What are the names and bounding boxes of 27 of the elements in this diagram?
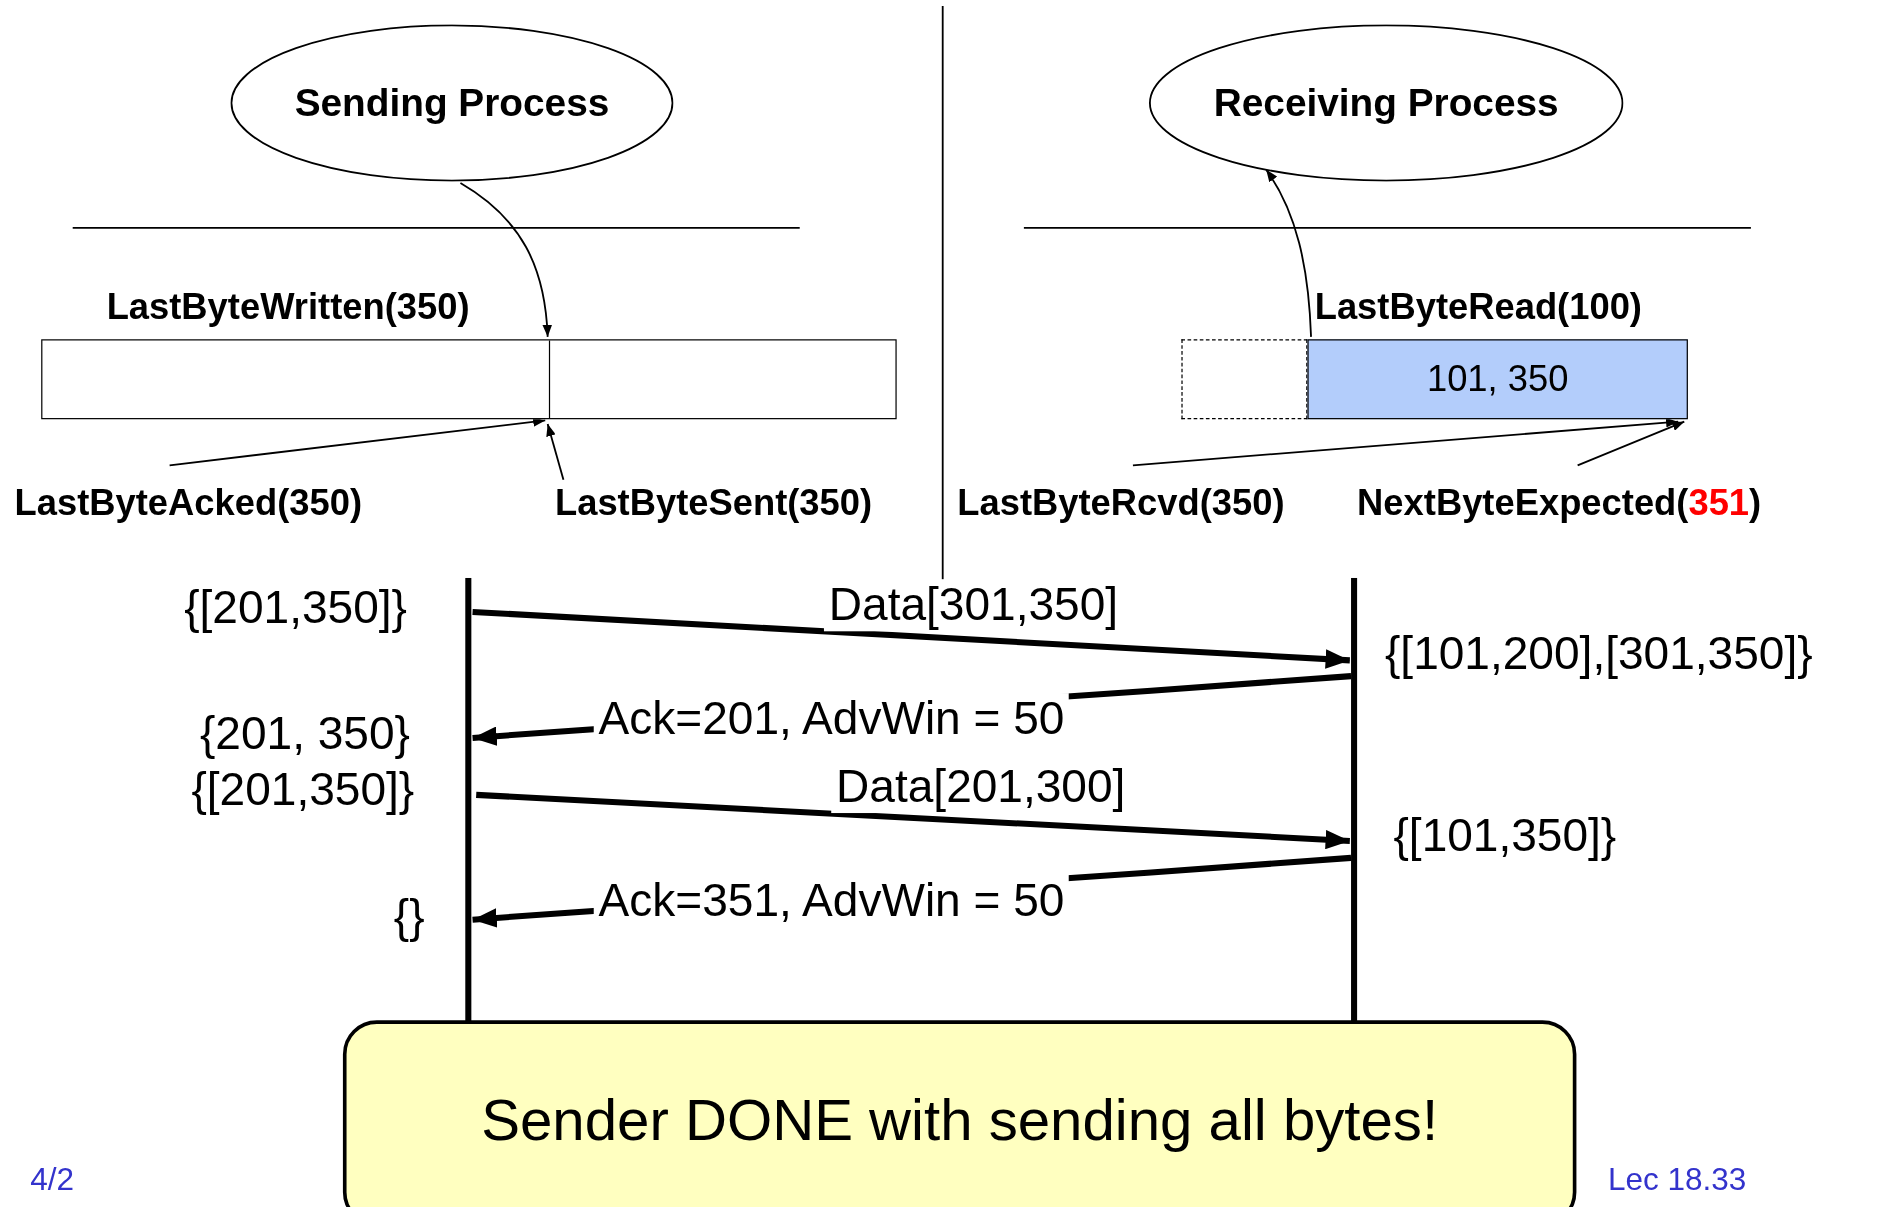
process-ellipse: Sending Process <box>230 24 674 182</box>
pointer-arrow <box>1576 420 1686 467</box>
buffer-state-label: {[101,200],[301,350]} <box>1384 627 1813 680</box>
page-number: 4/2 <box>30 1160 75 1199</box>
buffer-state-label: {201, 350} <box>199 707 410 760</box>
buffer-state-label: {} <box>393 890 425 943</box>
buffer-state-label: {[201,350]} <box>184 581 407 634</box>
message-arrow <box>476 791 1350 850</box>
pointer-label: LastByteWritten(350) <box>106 285 470 328</box>
send-buffer <box>41 339 897 420</box>
pointer-arrow <box>546 423 565 481</box>
message-arrow <box>472 608 1350 669</box>
buffer-state-label: {[101,350]} <box>1393 809 1617 862</box>
callout-box: Sender DONE with sending all bytes! <box>342 1020 1577 1207</box>
slide-number: Lec 18.33 <box>1607 1160 1747 1199</box>
pointer-arrow <box>1265 168 1312 338</box>
pointer-label: LastByteAcked(350) <box>14 482 363 524</box>
buffered-data-region: 101, 350 <box>1307 339 1688 420</box>
pointer-arrow <box>1132 417 1680 467</box>
pointer-arrow <box>459 182 552 338</box>
pointer-label: LastByteRcvd(350) <box>957 482 1285 524</box>
pointer-label: NextByteExpected(351) <box>1357 482 1762 524</box>
process-ellipse: Receiving Process <box>1148 24 1624 182</box>
pointer-arrow <box>168 417 547 467</box>
buffer-state-label: {[201,350]} <box>191 763 415 816</box>
pointer-label: LastByteSent(350) <box>554 482 873 524</box>
pointer-label: LastByteRead(100) <box>1314 285 1642 328</box>
